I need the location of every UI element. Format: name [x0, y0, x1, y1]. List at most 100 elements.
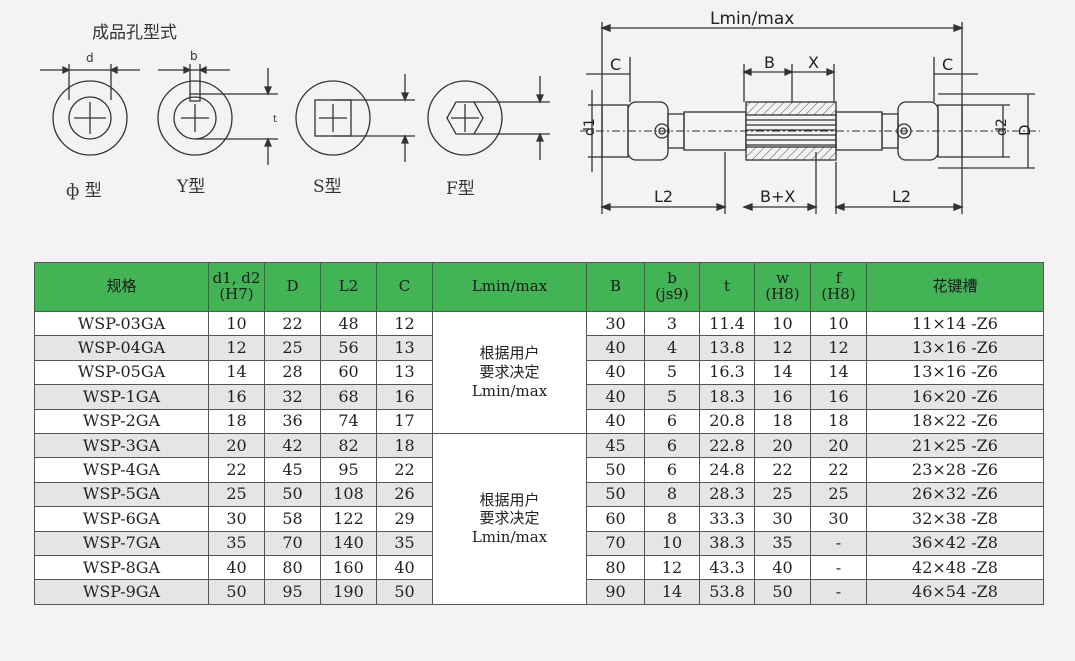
cell-c: 22: [376, 457, 433, 483]
note-line: Lmin/max: [471, 528, 548, 547]
col-bjs9: b(js9): [644, 262, 700, 312]
cell-w: 20: [754, 432, 811, 459]
cell-bjs9: 6: [644, 457, 700, 483]
note-line: 要求决定: [479, 363, 540, 382]
lmin-max-dimension-label: Lmin/max: [710, 9, 794, 29]
note-line: 根据用户: [479, 490, 540, 509]
cell-bjs9: 8: [644, 506, 700, 532]
col-w-sub: (H8): [765, 285, 800, 303]
cell-spline: 21×25 -Z6: [866, 432, 1044, 459]
cell-t: 11.4: [699, 310, 755, 337]
d2-label: d2: [994, 118, 1010, 136]
cell-w: 35: [754, 530, 811, 556]
col-spline: 花键槽: [866, 262, 1044, 312]
cell-f: -: [810, 579, 867, 605]
cell-spec: WSP-5GA: [34, 481, 209, 508]
cell-d1d2: 22: [208, 457, 265, 483]
col-w-label: w: [776, 269, 789, 288]
cell-w: 25: [754, 481, 811, 508]
cell-l2: 68: [320, 384, 377, 410]
cell-l2: 140: [320, 530, 377, 556]
cell-l2: 190: [320, 579, 377, 605]
cell-c: 13: [376, 335, 433, 361]
cell-l2: 82: [320, 432, 377, 459]
cell-d: 45: [264, 457, 321, 483]
cell-f: -: [810, 554, 867, 581]
cell-c: 18: [376, 432, 433, 459]
cell-c: 40: [376, 554, 433, 581]
cell-c: 29: [376, 506, 433, 532]
d-label: D: [1016, 124, 1034, 136]
cell-d1d2: 14: [208, 359, 265, 386]
cell-f: 16: [810, 384, 867, 410]
cell-b: 30: [586, 310, 645, 337]
cell-d1d2: 35: [208, 530, 265, 556]
hex-bore-icon: [427, 76, 550, 160]
cell-spec: WSP-6GA: [34, 506, 209, 532]
cell-l2: 122: [320, 506, 377, 532]
cell-f: 10: [810, 310, 867, 337]
square-bore-icon: [295, 74, 415, 162]
table-header-row: 规格 d1, d2(H7) D L2 C Lmin/max B b(js9) t…: [34, 262, 1044, 312]
cell-t: 43.3: [699, 554, 755, 581]
cell-f: 30: [810, 506, 867, 532]
cell-spline: 13×16 -Z6: [866, 335, 1044, 361]
cell-b: 45: [586, 432, 645, 459]
cell-d: 42: [264, 432, 321, 459]
col-bjs9-label: b: [667, 269, 677, 288]
col-bjs9-sub: (js9): [655, 285, 689, 303]
cell-b: 50: [586, 457, 645, 483]
cell-d1d2: 50: [208, 579, 265, 605]
cell-b: 40: [586, 359, 645, 386]
keyed-bore-icon: [157, 64, 278, 165]
cell-b: 70: [586, 530, 645, 556]
col-lminmax: Lmin/max: [432, 262, 587, 312]
cell-spline: 42×48 -Z8: [866, 554, 1044, 581]
cell-t: 33.3: [699, 506, 755, 532]
cell-spline: 16×20 -Z6: [866, 384, 1044, 410]
cell-d1d2: 18: [208, 408, 265, 434]
cell-c: 12: [376, 310, 433, 337]
cell-d1d2: 16: [208, 384, 265, 410]
cell-t: 24.8: [699, 457, 755, 483]
cell-bjs9: 6: [644, 432, 700, 459]
c-right-label: C: [942, 55, 953, 74]
col-d1d2: d1, d2(H7): [208, 262, 265, 312]
cell-d1d2: 12: [208, 335, 265, 361]
cell-w: 40: [754, 554, 811, 581]
cell-t: 22.8: [699, 432, 755, 459]
cell-c: 50: [376, 579, 433, 605]
cell-w: 18: [754, 408, 811, 434]
cell-b: 90: [586, 579, 645, 605]
cell-b: 40: [586, 384, 645, 410]
cell-w: 10: [754, 310, 811, 337]
cell-spec: WSP-04GA: [34, 335, 209, 361]
x-label: X: [808, 53, 819, 72]
cell-d: 95: [264, 579, 321, 605]
cell-t: 16.3: [699, 359, 755, 386]
cell-bjs9: 10: [644, 530, 700, 556]
cell-d1d2: 30: [208, 506, 265, 532]
col-f: f(H8): [810, 262, 867, 312]
col-b: B: [586, 262, 645, 312]
cell-t: 13.8: [699, 335, 755, 361]
cell-b: 40: [586, 335, 645, 361]
cell-spec: WSP-3GA: [34, 432, 209, 459]
cell-spec: WSP-8GA: [34, 554, 209, 581]
cell-spec: WSP-7GA: [34, 530, 209, 556]
cell-spline: 32×38 -Z8: [866, 506, 1044, 532]
cell-d1d2: 25: [208, 481, 265, 508]
cell-spec: WSP-4GA: [34, 457, 209, 483]
col-l2: L2: [320, 262, 377, 312]
c-left-label: C: [610, 55, 621, 74]
hole-types-drawing: d b t: [40, 49, 550, 165]
cell-b: 50: [586, 481, 645, 508]
t-dimension-label: t: [273, 114, 277, 125]
cell-spline: 23×28 -Z6: [866, 457, 1044, 483]
cell-spline: 13×16 -Z6: [866, 359, 1044, 386]
